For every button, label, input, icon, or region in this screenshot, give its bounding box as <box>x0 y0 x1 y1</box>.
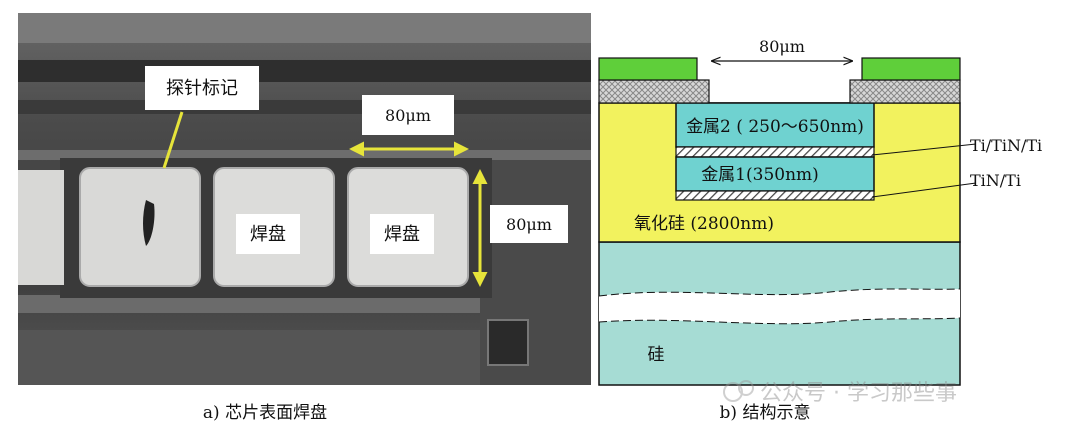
metal1-label: 金属1(350nm) <box>701 165 819 185</box>
panel-a-caption: a) 芯片表面焊盘 <box>203 403 327 423</box>
bond-pad-partial <box>18 170 64 285</box>
height-dimension-label: 80μm <box>506 215 552 234</box>
panel-b-caption: b) 结构示意 <box>720 403 811 423</box>
width-dimension-label: 80μm <box>385 106 431 125</box>
passivation-left-crosshatch <box>598 79 710 104</box>
tin-ti-label: TiN/Ti <box>970 171 1021 190</box>
oxide-label: 氧化硅 (2800nm) <box>634 214 774 234</box>
pad-label-1: 焊盘 <box>250 224 286 245</box>
passivation-right-crosshatch <box>849 79 961 104</box>
metal2-layer <box>675 102 875 148</box>
height-dimension: 80μm <box>472 169 568 287</box>
metal2-label: 金属2 ( 250～650nm) <box>686 117 864 137</box>
ti-tin-ti-barrier <box>675 146 875 158</box>
opening-dimension-label: 80μm <box>759 37 805 56</box>
pad-label-box-2: 焊盘 <box>370 214 434 254</box>
watermark-text: 公众号 · 学习那些事 <box>760 381 957 406</box>
probe-mark-label-box: 探针标记 <box>145 66 259 110</box>
opening-dimension: 80μm <box>712 37 852 61</box>
silicon-label: 硅 <box>648 345 665 365</box>
width-dimension: 80μm <box>349 95 469 157</box>
watermark: 公众号 · 学习那些事 <box>723 380 957 406</box>
panel-b-structure: 硅 氧化硅 (2800nm) 金属2 ( 250～650nm) 金属1(350n… <box>598 37 1042 386</box>
probe-mark-label: 探针标记 <box>166 78 238 99</box>
passivation-left-green <box>598 57 698 81</box>
bond-pad-probed <box>79 167 201 287</box>
tin-ti-barrier <box>675 190 875 201</box>
probe-pointer-line <box>162 111 184 169</box>
probe-mark <box>143 200 155 246</box>
pad-label-2: 焊盘 <box>384 224 420 245</box>
pad-label-box-1: 焊盘 <box>236 214 300 254</box>
ti-tin-ti-label: Ti/TiN/Ti <box>970 136 1042 155</box>
passivation-right-green <box>861 57 961 81</box>
panel-a-micrograph: 探针标记 焊盘 焊盘 80μm 80μm <box>18 13 591 385</box>
